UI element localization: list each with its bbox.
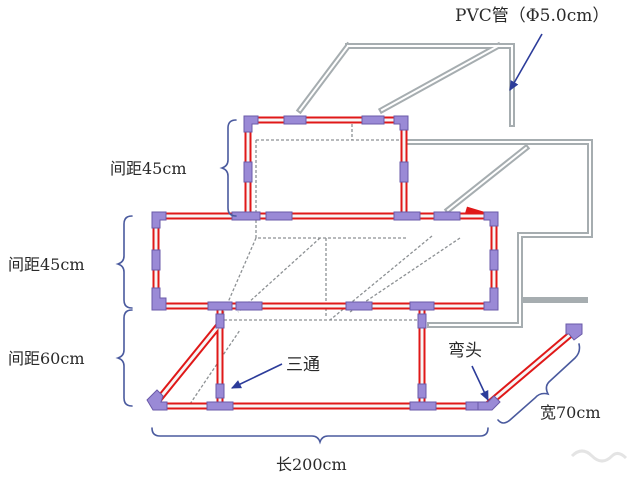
elbow-fitting: [393, 115, 409, 131]
tee-fitting: [361, 115, 385, 125]
tee-label: 三通: [286, 355, 320, 375]
tee-fitting: [433, 211, 461, 221]
back-frame: [295, 41, 593, 328]
tee-fitting: [399, 161, 409, 183]
elbow-fitting: [565, 323, 583, 341]
annotation-arrows: [230, 33, 543, 402]
tee-fitting: [215, 383, 225, 399]
tee-fitting: [206, 401, 234, 411]
tee-fitting: [409, 401, 437, 411]
tee-fitting: [489, 249, 499, 271]
tee-fitting: [417, 383, 427, 399]
elbow-fitting: [483, 211, 499, 227]
tee-fitting: [393, 211, 421, 221]
elbow-fitting: [243, 115, 259, 133]
elbow-fitting: [151, 211, 167, 229]
tee-fitting: [215, 313, 225, 329]
spacing-bottom-label: 间距60cm: [8, 349, 85, 368]
bracket-mid-spacing: [115, 215, 133, 309]
dimension-brackets: [115, 119, 581, 445]
tee-fitting: [243, 161, 253, 183]
length-label: 长200cm: [276, 455, 347, 474]
elbow-fitting: [483, 287, 499, 311]
tee-pointer-arrow: [230, 363, 283, 389]
watermark-scribble: [570, 449, 628, 463]
back-frame-inner: [298, 44, 591, 326]
tee-fitting: [409, 301, 435, 311]
tee-fitting: [417, 313, 427, 329]
elbow-pointer-arrow: [471, 365, 489, 402]
bracket-width: [497, 343, 581, 424]
bracket-length: [151, 427, 489, 445]
elbow-label: 弯头: [448, 341, 482, 361]
tee-fitting: [345, 301, 373, 311]
tee-fitting: [265, 211, 293, 221]
elbow-fitting: [477, 395, 501, 411]
bracket-top-spacing: [219, 119, 237, 217]
pvc-pointer-arrow: [509, 33, 543, 91]
width-label: 宽70cm: [540, 403, 601, 422]
front-pipes: [152, 116, 581, 410]
fittings: [146, 115, 583, 411]
tee-fitting: [283, 115, 307, 125]
tee-fitting: [207, 301, 233, 311]
elbow-fitting: [151, 287, 167, 311]
spacing-top-label: 间距45cm: [110, 159, 187, 178]
tee-fitting: [235, 301, 263, 311]
bracket-bottom-spacing: [115, 309, 133, 407]
pvc-pipe-label: PVC管（Φ5.0cm）: [455, 6, 609, 26]
tee-fitting: [151, 249, 161, 271]
spacing-mid-label: 间距45cm: [8, 255, 85, 274]
elbow-fitting: [146, 389, 168, 411]
